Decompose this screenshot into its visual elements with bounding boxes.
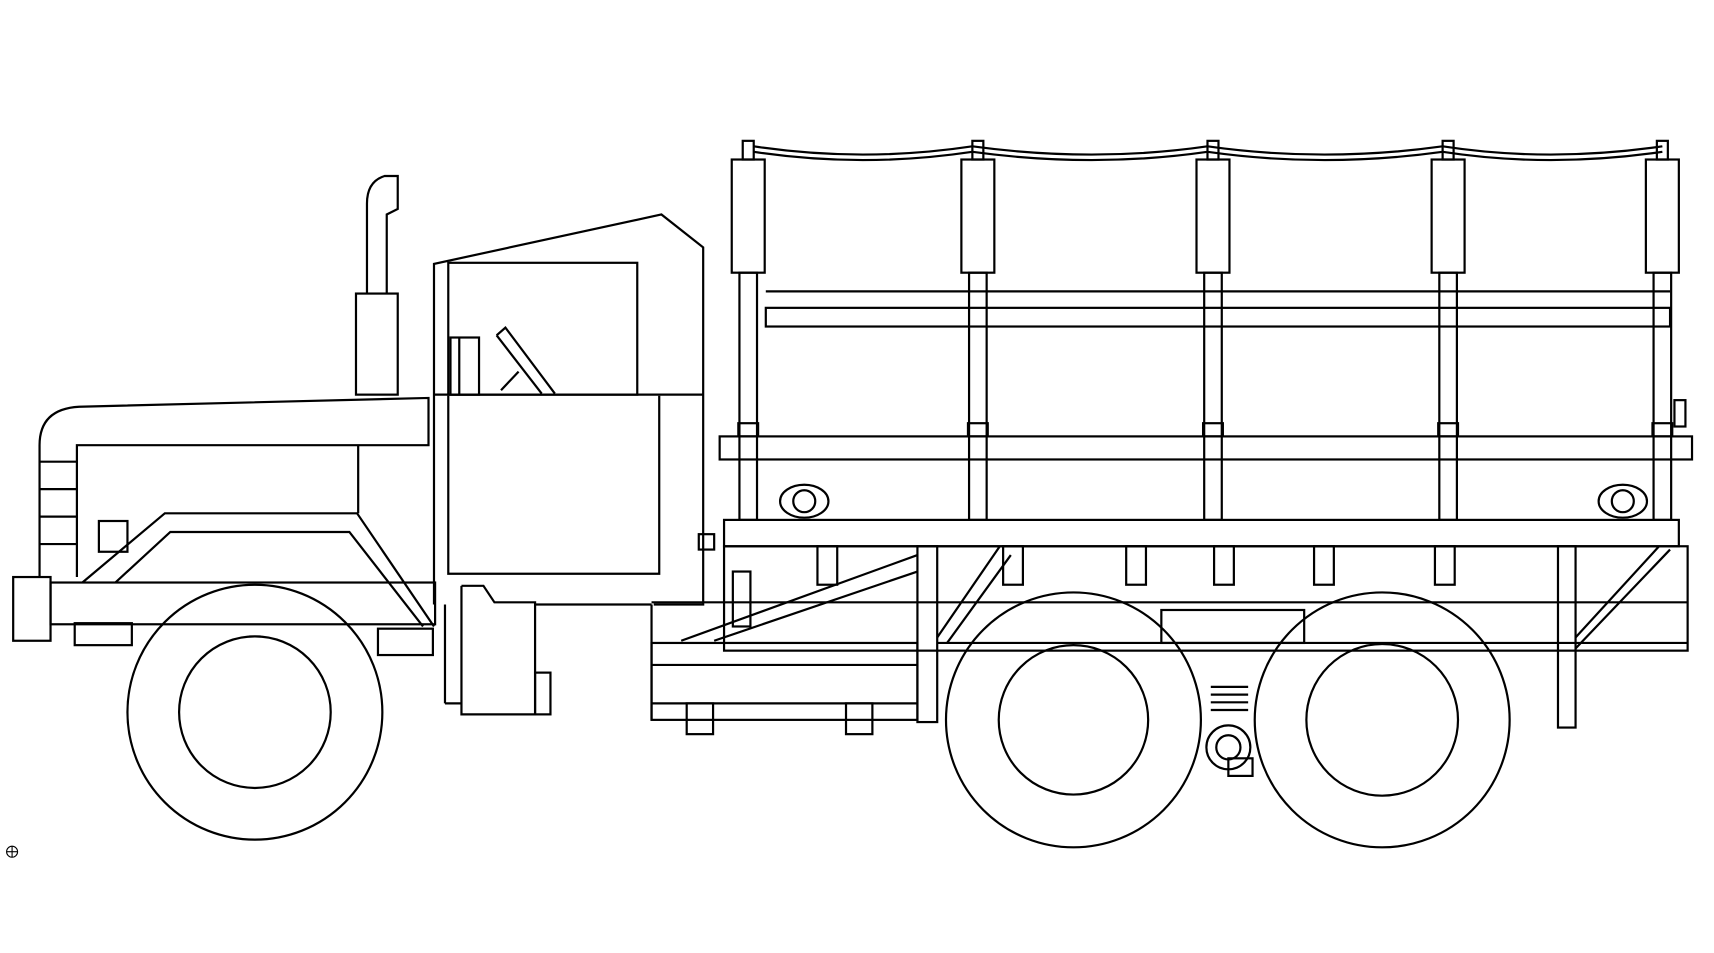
stake-posts (730, 139, 1680, 521)
chassis (650, 545, 1306, 777)
rear-wheel-1 (944, 591, 1202, 849)
front-step-right (376, 627, 434, 657)
front-step-left (73, 622, 133, 647)
exhaust-stack (354, 174, 399, 396)
cargo-bed (651, 290, 1694, 729)
canvas-cover-line (753, 145, 1663, 162)
front-fender (81, 512, 435, 628)
cab-step (443, 584, 652, 716)
headlight (97, 519, 129, 553)
cab (432, 213, 716, 606)
rear-wheel-2 (1253, 591, 1511, 849)
hood (38, 396, 430, 578)
front-wheel (126, 583, 384, 841)
crosshair-circle-icon (6, 845, 19, 858)
frame-front (49, 581, 437, 626)
front-bumper (12, 575, 52, 642)
